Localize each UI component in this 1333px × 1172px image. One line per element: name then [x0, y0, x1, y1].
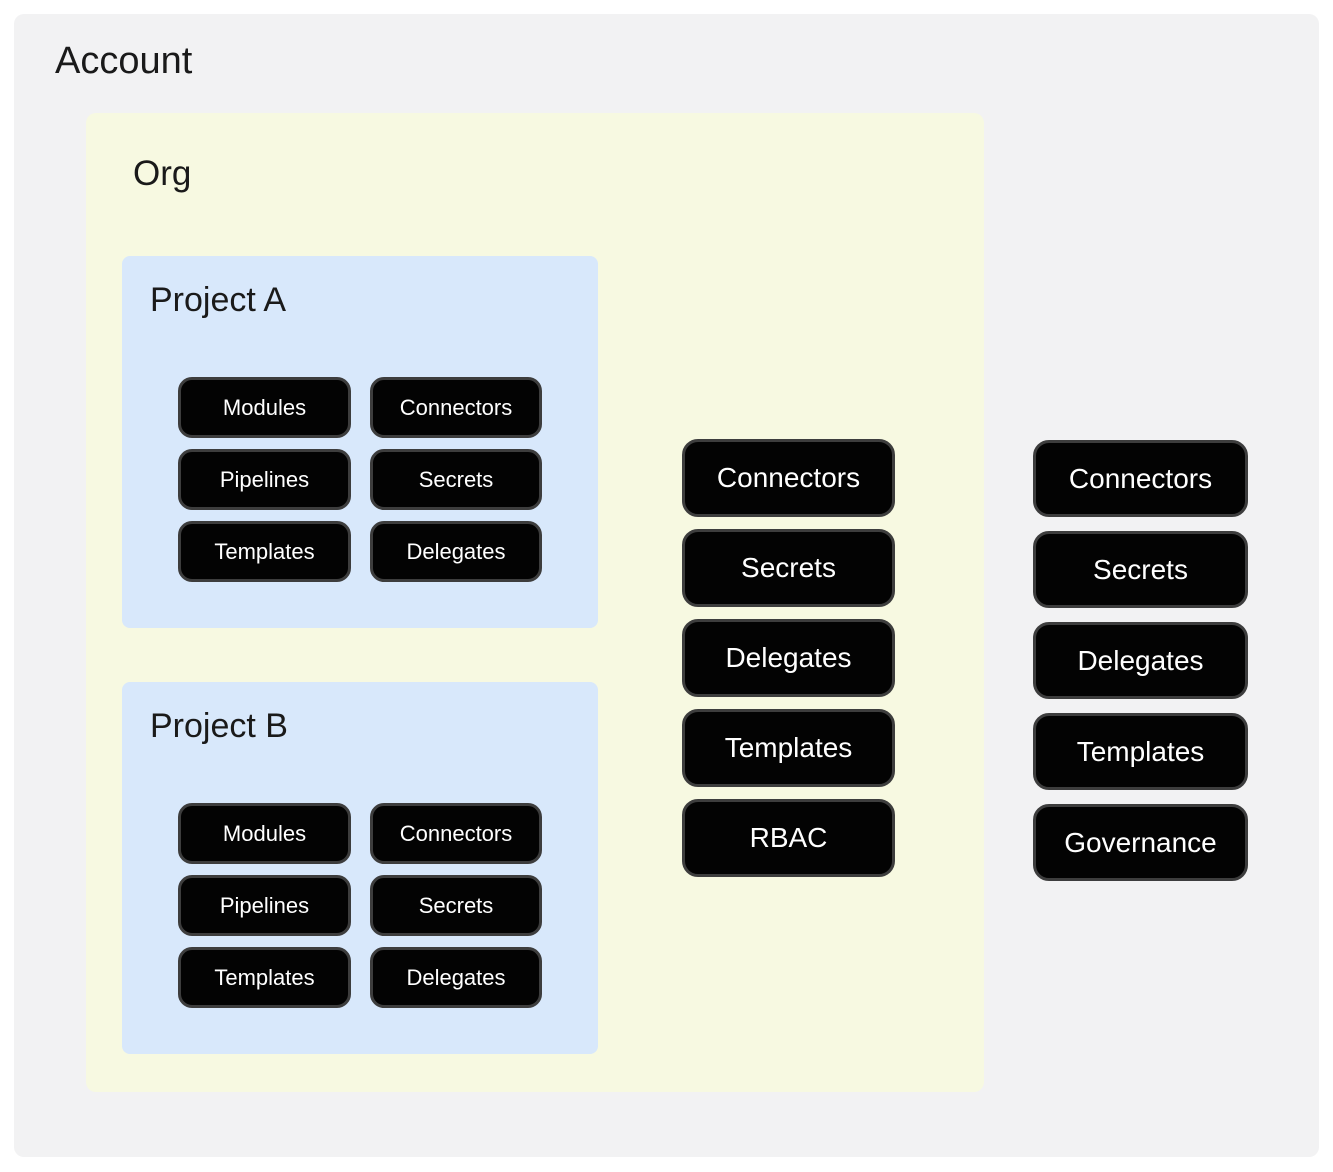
- org-resource-column: Connectors Secrets Delegates Templates R…: [682, 439, 895, 877]
- account-node-delegates: Delegates: [1033, 622, 1248, 699]
- org-title: Org: [133, 154, 192, 193]
- project-b-node-templates: Templates: [178, 947, 351, 1008]
- project-a-node-templates: Templates: [178, 521, 351, 582]
- org-node-secrets: Secrets: [682, 529, 895, 607]
- project-a-container: Project A Modules Connectors Pipelines S…: [122, 256, 598, 628]
- account-node-governance: Governance: [1033, 804, 1248, 881]
- project-b-node-connectors: Connectors: [370, 803, 542, 864]
- project-b-resource-grid: Modules Connectors Pipelines Secrets Tem…: [178, 803, 542, 1008]
- account-container: Account Org Project A Modules Connectors…: [14, 14, 1319, 1157]
- org-node-delegates: Delegates: [682, 619, 895, 697]
- project-b-node-delegates: Delegates: [370, 947, 542, 1008]
- org-node-rbac: RBAC: [682, 799, 895, 877]
- account-resource-column: Connectors Secrets Delegates Templates G…: [1033, 440, 1248, 881]
- project-a-node-modules: Modules: [178, 377, 351, 438]
- project-a-node-delegates: Delegates: [370, 521, 542, 582]
- project-a-node-pipelines: Pipelines: [178, 449, 351, 510]
- project-a-node-secrets: Secrets: [370, 449, 542, 510]
- project-b-title: Project B: [150, 707, 288, 745]
- project-b-node-modules: Modules: [178, 803, 351, 864]
- project-b-node-pipelines: Pipelines: [178, 875, 351, 936]
- project-b-container: Project B Modules Connectors Pipelines S…: [122, 682, 598, 1054]
- account-node-connectors: Connectors: [1033, 440, 1248, 517]
- project-a-resource-grid: Modules Connectors Pipelines Secrets Tem…: [178, 377, 542, 582]
- account-title: Account: [55, 40, 193, 82]
- account-node-templates: Templates: [1033, 713, 1248, 790]
- org-container: Org Project A Modules Connectors Pipelin…: [86, 113, 984, 1092]
- project-a-node-connectors: Connectors: [370, 377, 542, 438]
- org-node-connectors: Connectors: [682, 439, 895, 517]
- org-node-templates: Templates: [682, 709, 895, 787]
- project-a-title: Project A: [150, 281, 287, 319]
- project-b-node-secrets: Secrets: [370, 875, 542, 936]
- account-node-secrets: Secrets: [1033, 531, 1248, 608]
